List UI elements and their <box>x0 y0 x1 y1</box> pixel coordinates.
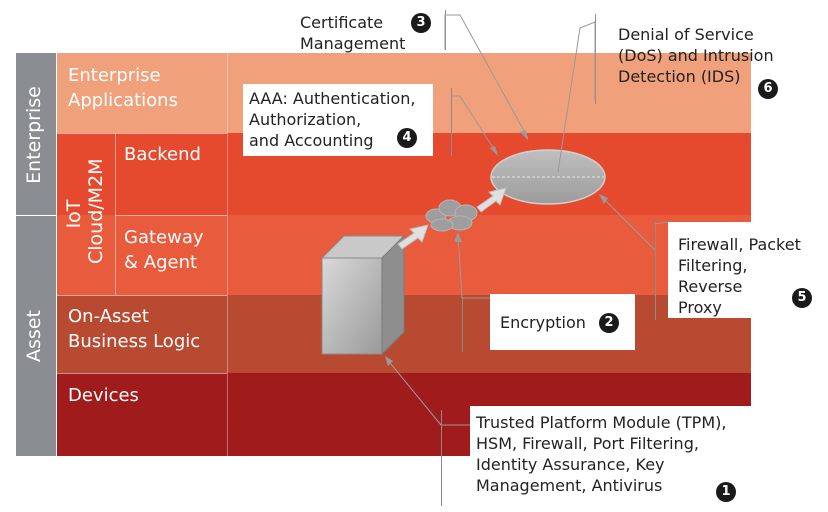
enterprise-applications-label: Enterprise Applications <box>68 65 178 111</box>
certificate-management-callout: Certificate Management <box>300 13 406 53</box>
firewall-callout: Firewall, Packet Filtering, Reverse Prox… <box>668 222 822 318</box>
column-divider <box>227 53 228 456</box>
number-badge: 4 <box>397 128 417 148</box>
callout-bracket-line <box>441 410 442 506</box>
on-asset-business-logic-label: On-Asset Business Logic <box>68 306 201 352</box>
aaa-callout: AAA: Authentication, Authorization, and … <box>243 84 433 156</box>
row-divider <box>115 215 227 216</box>
cloud-shape <box>425 199 478 232</box>
row-divider <box>57 133 227 134</box>
devices-label: Devices <box>68 385 139 406</box>
number-badge: 3 <box>411 13 431 33</box>
number-badge: 6 <box>758 79 778 99</box>
row-divider <box>57 373 227 374</box>
arrow-heads <box>385 130 608 366</box>
number-badge: 1 <box>716 482 736 502</box>
callout-bracket-line <box>462 298 463 352</box>
number-badge: 5 <box>792 288 812 308</box>
device-box-shape <box>320 234 406 356</box>
pointer-arrows <box>385 14 669 426</box>
enterprise-sidebar <box>16 53 56 215</box>
iot-divider <box>115 133 116 295</box>
block-arrow <box>397 187 507 250</box>
number-badge: 2 <box>599 313 619 333</box>
callout-bracket-line <box>451 88 452 156</box>
backend-ellipse-shape <box>490 149 606 205</box>
dos-ids-callout: Denial of Service (DoS) and Intrusion De… <box>618 25 774 86</box>
callout-bracket-line <box>655 222 656 320</box>
backend-label: Backend <box>124 144 201 165</box>
tpm-callout: Trusted Platform Module (TPM), HSM, Fire… <box>470 406 760 506</box>
asset-sidebar <box>16 216 56 456</box>
row-divider <box>57 295 227 296</box>
gateway-agent-label: Gateway & Agent <box>124 227 204 273</box>
